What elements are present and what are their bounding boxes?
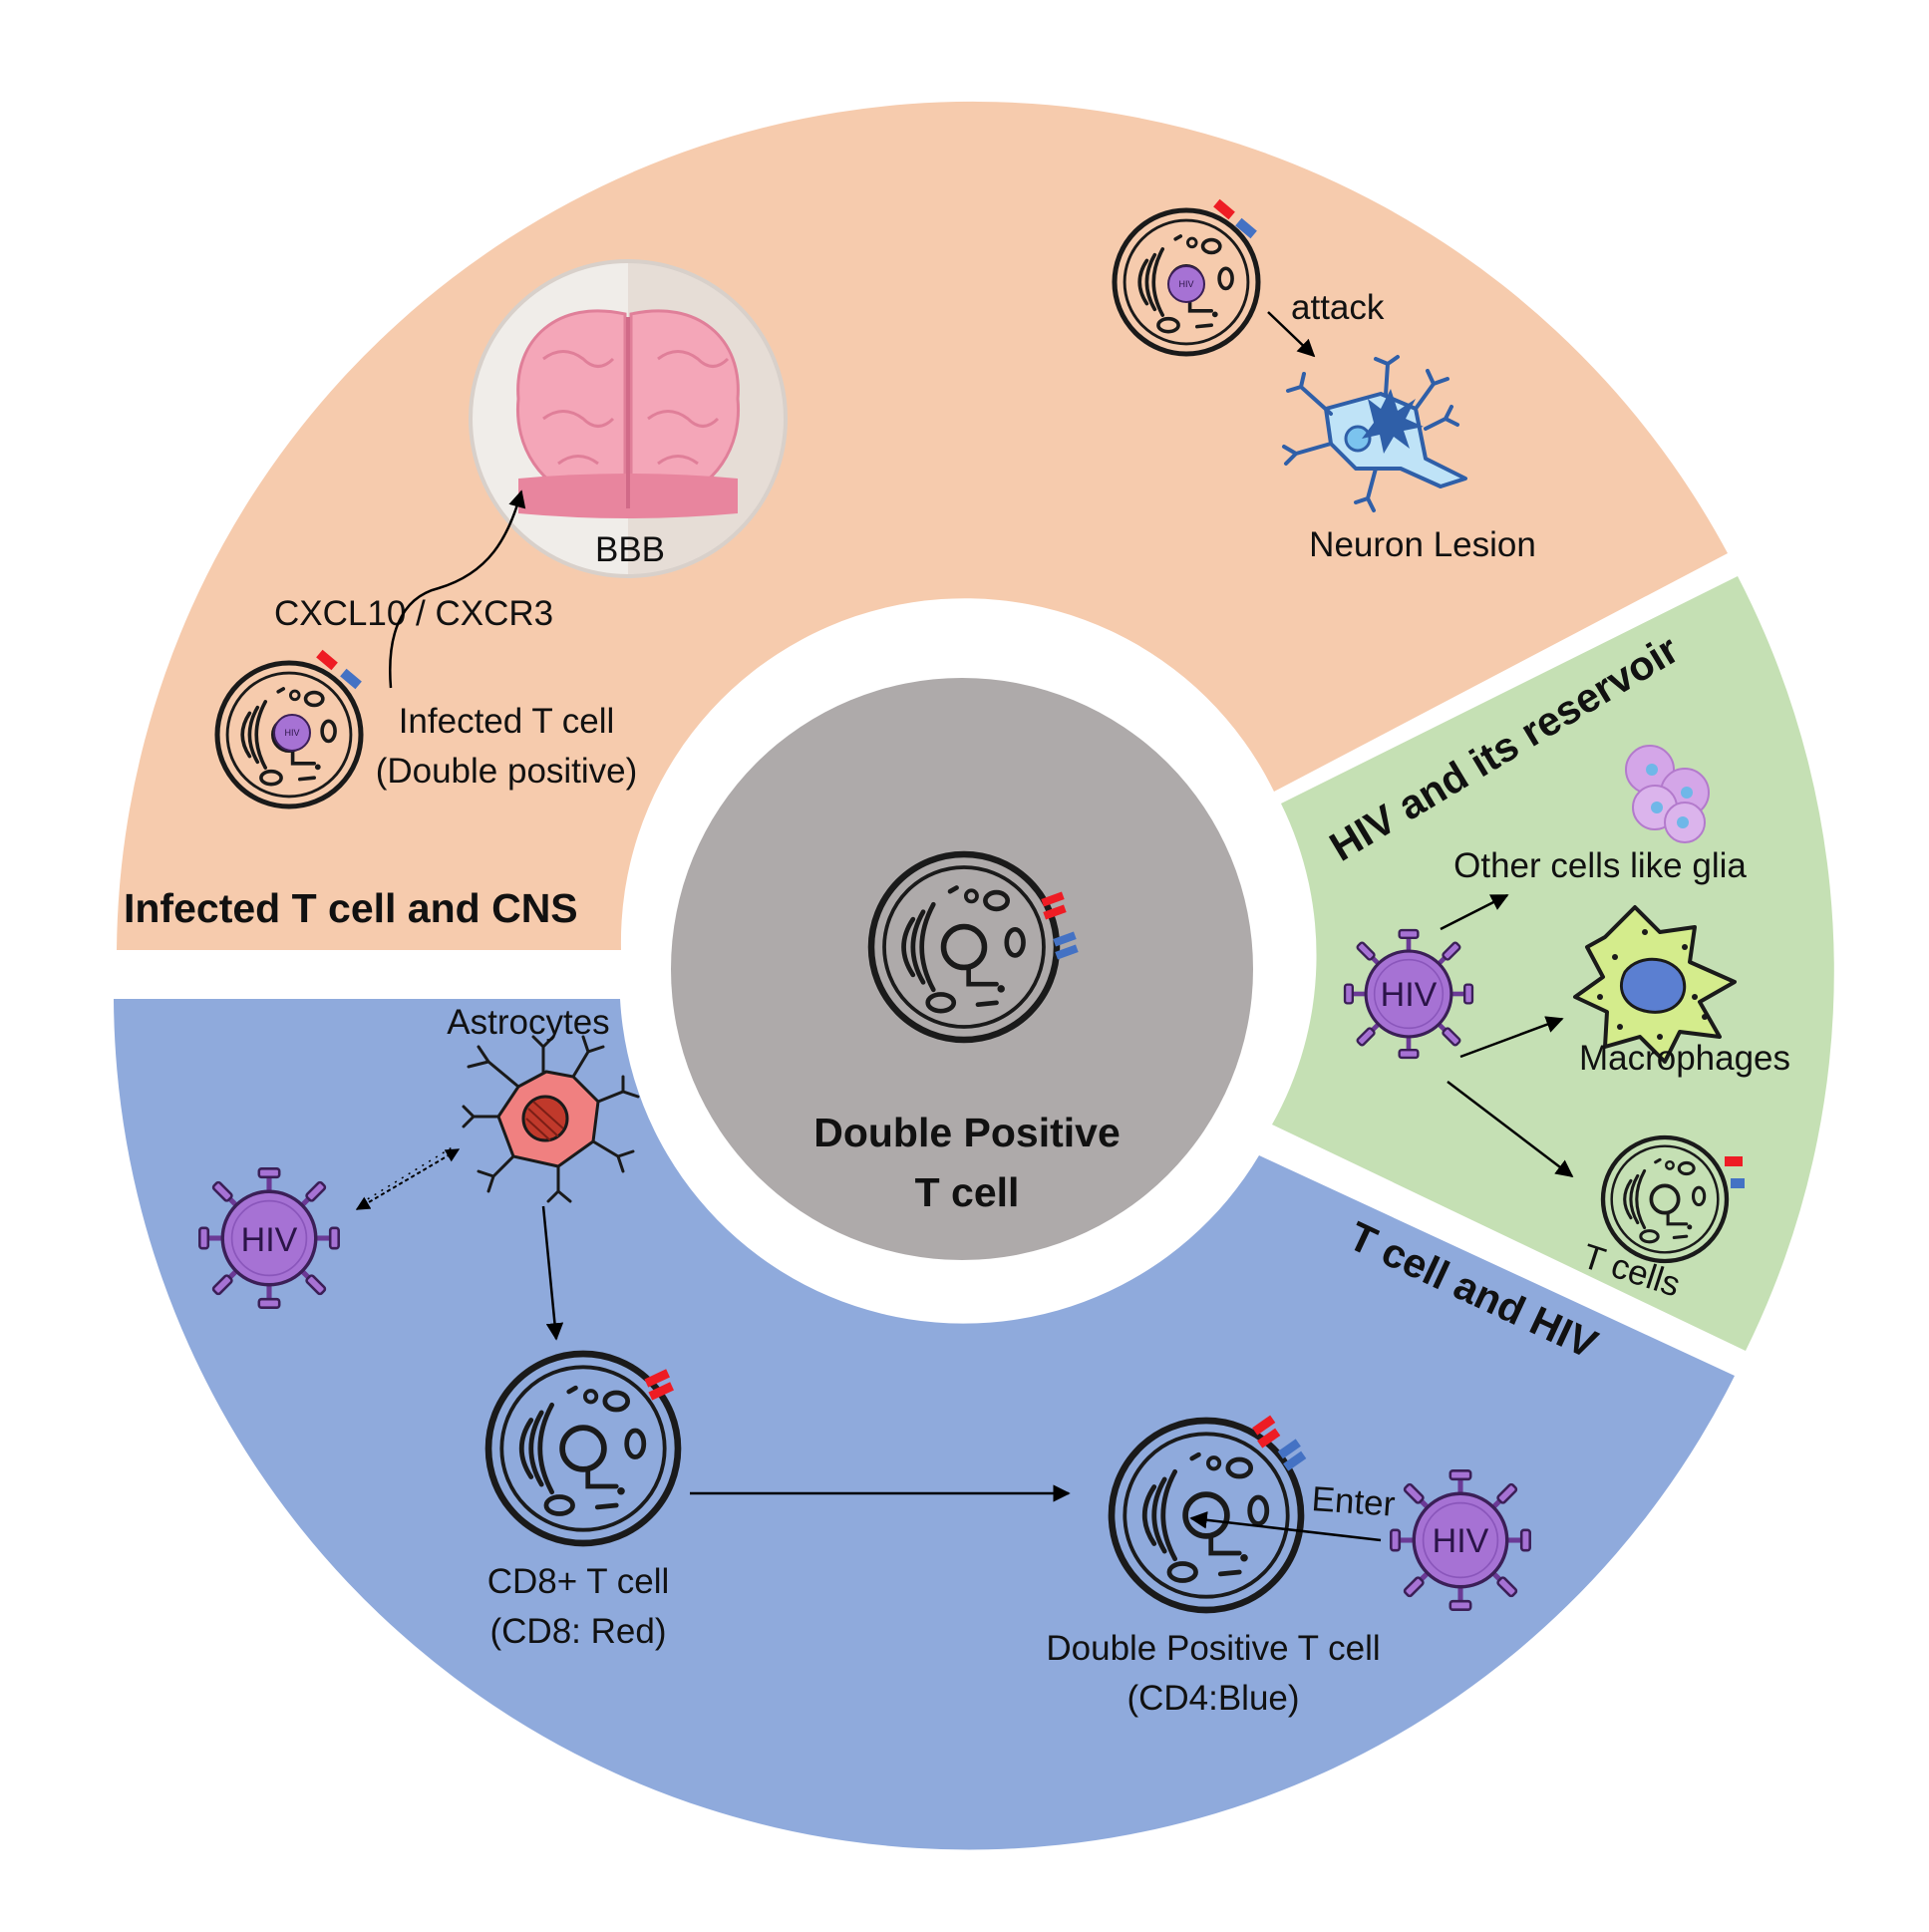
infected-cell-label-line2: (Double positive)	[376, 752, 638, 791]
dp-label-line2: (CD4:Blue)	[1126, 1679, 1299, 1718]
astrocytes-label: Astrocytes	[447, 1003, 609, 1042]
reservoir-tcell-icon	[1603, 1137, 1745, 1261]
arrow-to-glia	[1440, 893, 1509, 931]
center-tcell-icon	[871, 854, 1079, 1040]
infected-tcell-icon: HIV	[217, 649, 362, 806]
cd8-tcell-icon	[488, 1354, 678, 1543]
arrow-to-tcells	[1447, 1081, 1574, 1178]
macrophage-label: Macrophages	[1579, 1039, 1790, 1078]
attack-label: attack	[1291, 288, 1385, 327]
glia-label: Other cells like glia	[1453, 846, 1747, 885]
astrocyte-icon	[462, 1035, 640, 1203]
attack-arrow	[1267, 311, 1316, 358]
thiv-sector	[114, 999, 1735, 1850]
attacking-cell-virus-label: HIV	[1178, 279, 1193, 289]
center-title-line2: T cell	[915, 1169, 1020, 1215]
attacking-tcell-icon: HIV	[1115, 198, 1258, 354]
brain-icon	[469, 259, 788, 578]
thiv-hiv-label: HIV	[241, 1221, 298, 1259]
neuron-icon	[1282, 355, 1467, 512]
hiv-astrocyte-interaction-arrow	[355, 1145, 461, 1210]
entering-hiv-label: HIV	[1433, 1522, 1489, 1560]
cd8-label-line2: (CD8: Red)	[490, 1612, 667, 1651]
center-title-line1: Double Positive	[813, 1110, 1121, 1155]
cd8-label-line1: CD8+ T cell	[487, 1562, 670, 1601]
reservoir-hiv-label: HIV	[1381, 976, 1438, 1014]
bbb-label: BBB	[595, 530, 665, 569]
glia-icon	[1625, 745, 1710, 843]
virus-enter-arrow	[1189, 1511, 1382, 1542]
infected-cell-virus-label: HIV	[284, 728, 299, 738]
dp-label-line1: Double Positive T cell	[1046, 1629, 1380, 1668]
neuron-label: Neuron Lesion	[1309, 525, 1536, 564]
arrow-to-macrophage	[1459, 1016, 1564, 1059]
enter-label: Enter	[1310, 1479, 1397, 1524]
cns-section-title: Infected T cell and CNS	[124, 885, 578, 931]
infected-cell-label-line1: Infected T cell	[399, 702, 615, 741]
dp-tcell-icon	[1112, 1415, 1307, 1610]
macrophage-icon	[1573, 905, 1737, 1064]
bbb-arrow	[389, 489, 526, 689]
astrocyte-to-cd8-arrow	[541, 1205, 564, 1341]
